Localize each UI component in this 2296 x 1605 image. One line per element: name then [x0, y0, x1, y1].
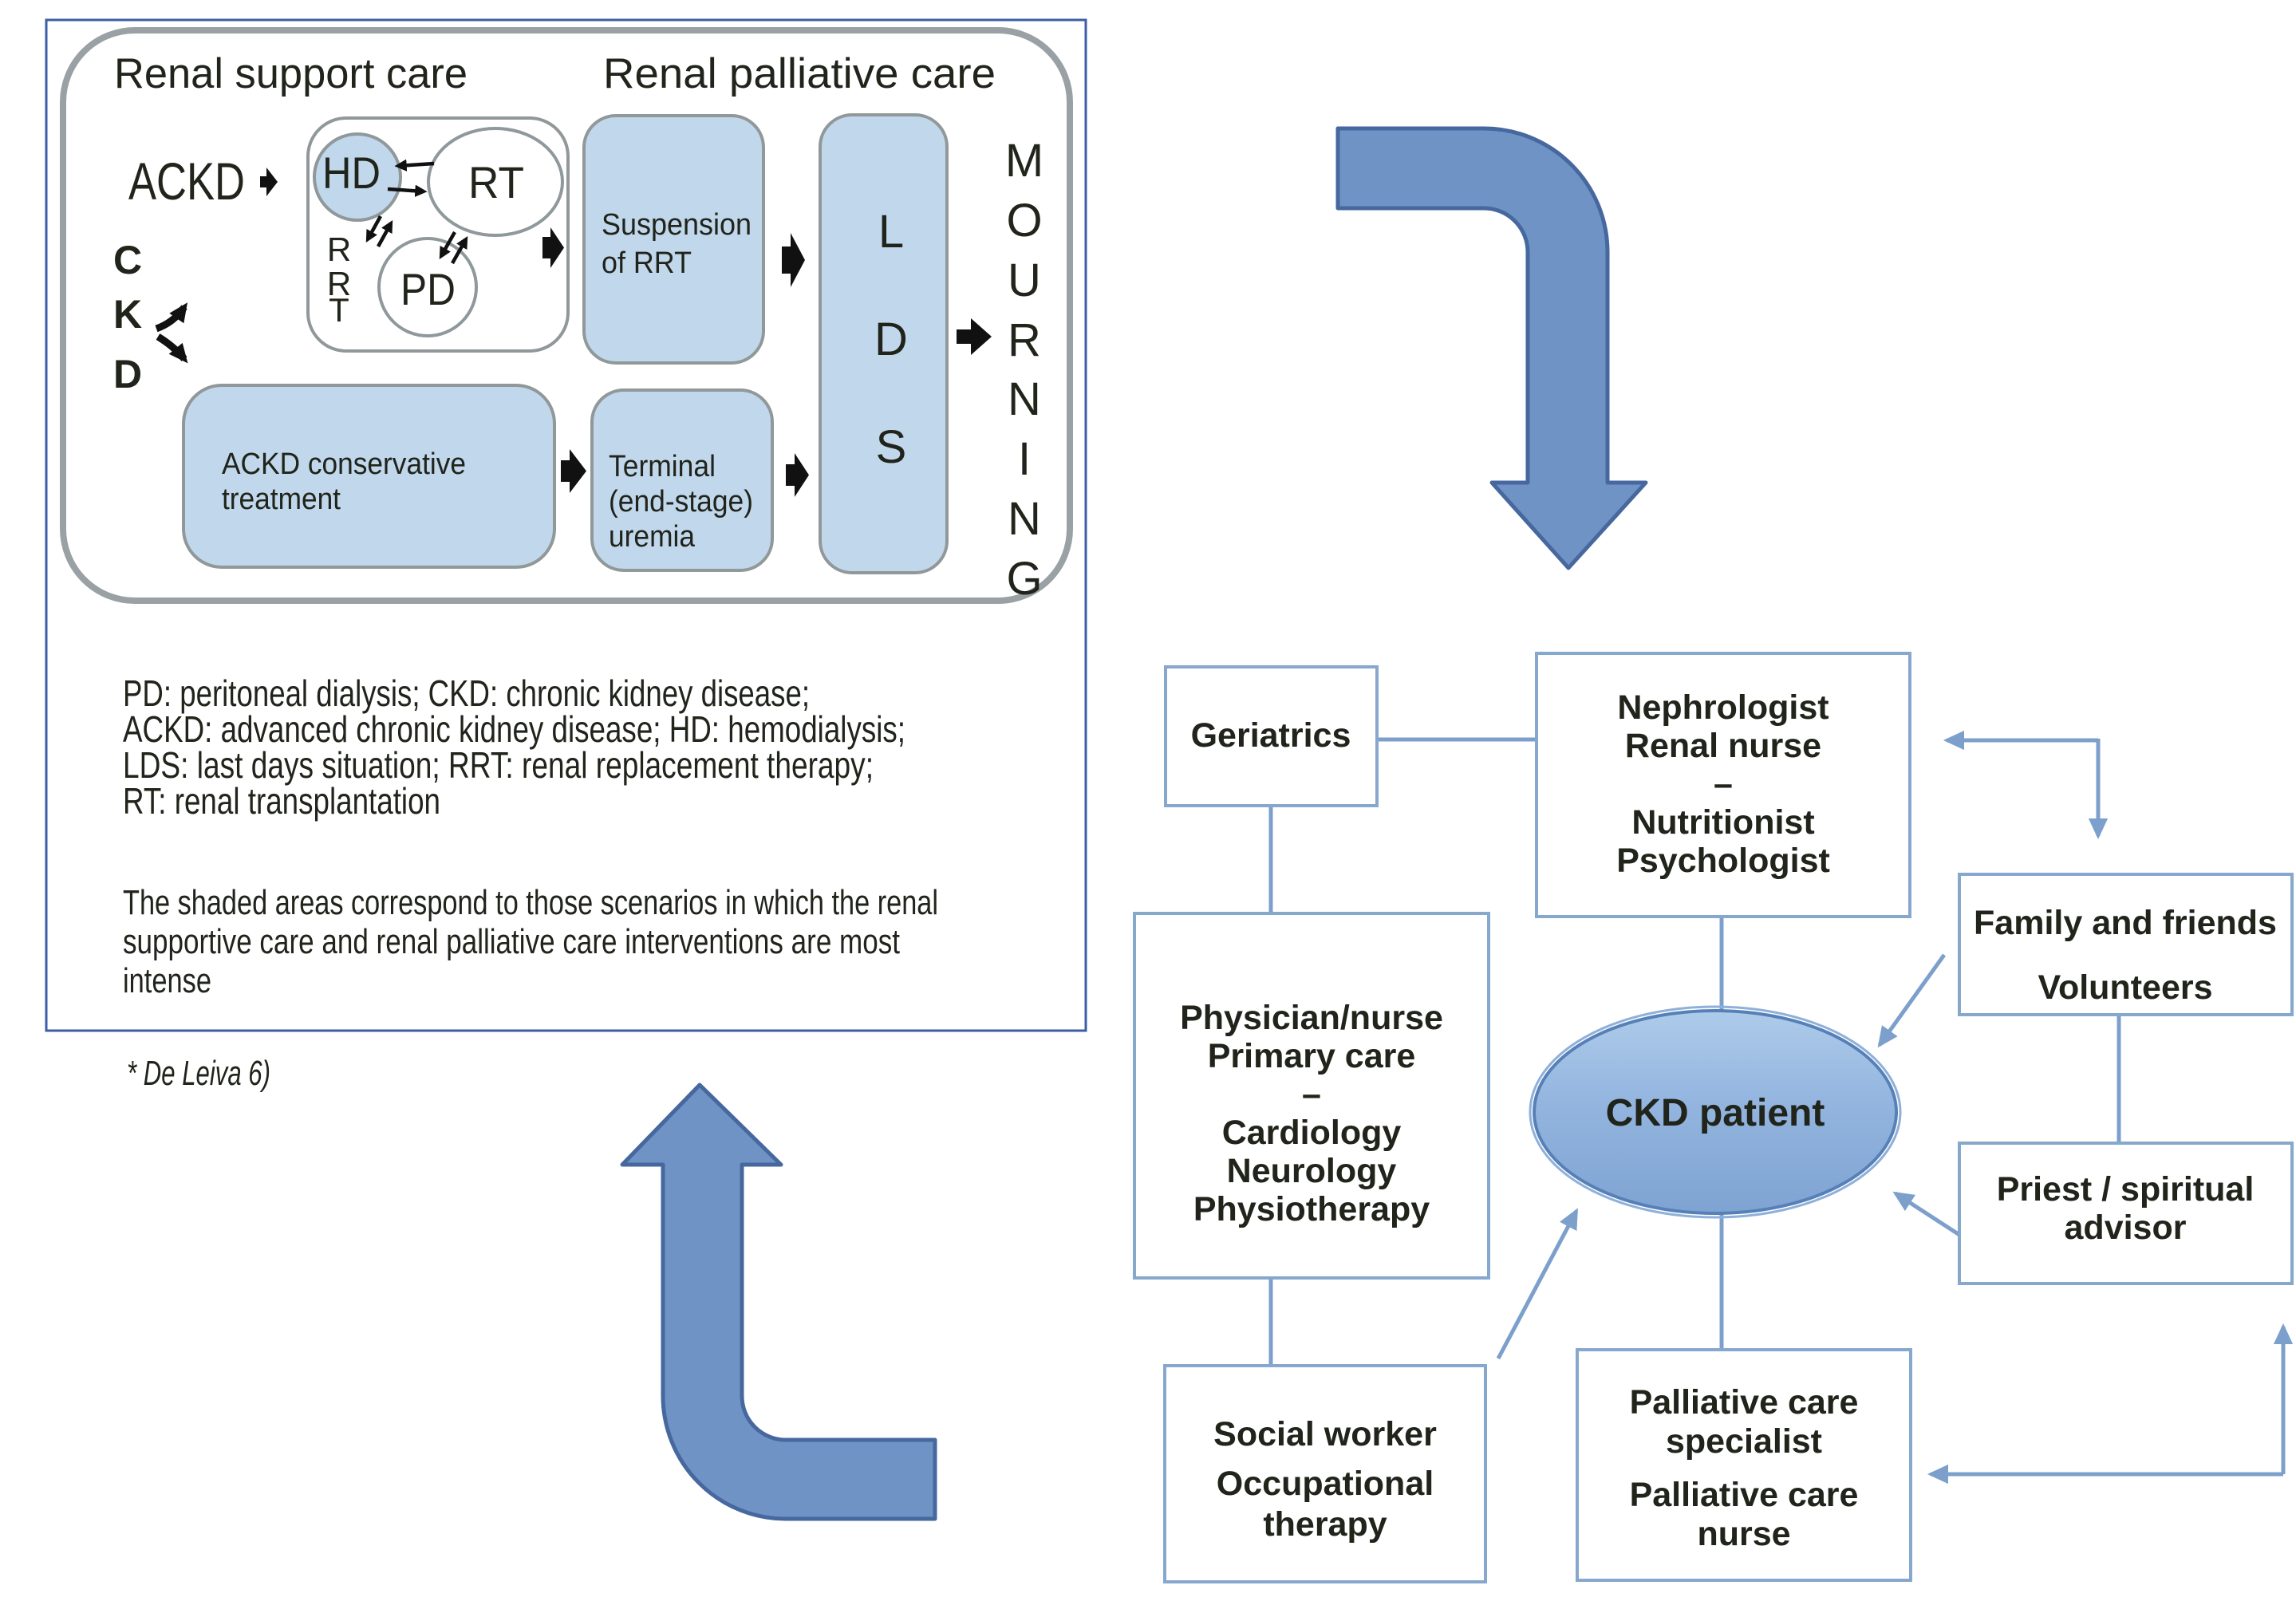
svg-text:Terminal: Terminal [609, 450, 716, 483]
svg-text:N: N [1008, 373, 1041, 425]
svg-text:Suspension: Suspension [602, 208, 752, 242]
svg-text:–: – [1714, 765, 1733, 803]
svg-text:of RRT: of RRT [602, 246, 692, 280]
svg-text:Nephrologist: Nephrologist [1617, 688, 1829, 727]
svg-text:Neurology: Neurology [1227, 1152, 1397, 1190]
svg-text:supportive care and renal pall: supportive care and renal palliative car… [123, 922, 900, 961]
svg-text:D: D [874, 314, 908, 365]
svg-text:N: N [1008, 493, 1041, 545]
svg-text:Renal palliative care: Renal palliative care [603, 50, 996, 97]
svg-text:D: D [113, 352, 142, 396]
svg-text:advisor: advisor [2065, 1209, 2187, 1247]
svg-text:ACKD conservative: ACKD conservative [222, 448, 466, 481]
svg-text:T: T [329, 291, 349, 329]
svg-text:treatment: treatment [222, 483, 341, 516]
svg-text:ACKD: advanced chronic kidney: ACKD: advanced chronic kidney disease; H… [123, 708, 905, 750]
svg-text:U: U [1008, 254, 1041, 306]
svg-text:LDS: last days situation; RRT:: LDS: last days situation; RRT: renal rep… [123, 744, 874, 786]
svg-text:Volunteers: Volunteers [2038, 968, 2212, 1007]
svg-text:O: O [1006, 195, 1042, 246]
svg-text:I: I [1018, 433, 1031, 485]
svg-text:Renal support care: Renal support care [114, 50, 467, 97]
svg-text:Social worker: Social worker [1213, 1415, 1437, 1453]
svg-text:–: – [1302, 1075, 1321, 1114]
svg-text:RT: renal transplantation: RT: renal transplantation [123, 780, 440, 822]
svg-text:therapy: therapy [1263, 1505, 1387, 1544]
svg-text:ACKD: ACKD [128, 152, 245, 211]
svg-text:PD: PD [400, 264, 456, 314]
svg-text:RT: RT [468, 157, 524, 207]
svg-text:CKD patient: CKD patient [1606, 1092, 1825, 1134]
svg-text:specialist: specialist [1666, 1422, 1822, 1461]
svg-text:L: L [878, 206, 904, 258]
svg-text:Priest / spiritual: Priest / spiritual [1997, 1170, 2255, 1209]
svg-text:Psychologist: Psychologist [1616, 842, 1830, 880]
svg-text:Family and friends: Family and friends [1974, 904, 2277, 942]
svg-text:Cardiology: Cardiology [1222, 1114, 1402, 1152]
svg-text:* De Leiva 6): * De Leiva 6) [127, 1054, 270, 1093]
svg-text:HD: HD [322, 148, 381, 198]
svg-text:Palliative care: Palliative care [1630, 1476, 1859, 1514]
svg-text:G: G [1006, 553, 1042, 605]
svg-text:Renal nurse: Renal nurse [1625, 727, 1821, 765]
svg-text:M: M [1005, 135, 1043, 187]
svg-text:Geriatrics: Geriatrics [1191, 716, 1351, 755]
svg-text:Physician/nurse: Physician/nurse [1180, 999, 1443, 1037]
svg-text:Palliative care: Palliative care [1630, 1383, 1859, 1422]
svg-text:intense: intense [123, 961, 211, 1000]
svg-text:Primary care: Primary care [1208, 1037, 1416, 1075]
svg-text:K: K [113, 292, 142, 337]
svg-text:R: R [327, 265, 351, 302]
svg-text:(end-stage): (end-stage) [609, 485, 753, 519]
svg-text:S: S [876, 421, 907, 473]
svg-text:uremia: uremia [609, 520, 696, 554]
svg-text:Nutritionist: Nutritionist [1631, 803, 1814, 842]
svg-text:Occupational: Occupational [1217, 1465, 1434, 1503]
svg-text:C: C [113, 238, 142, 282]
svg-text:nurse: nurse [1697, 1515, 1790, 1553]
svg-text:R: R [327, 231, 351, 268]
svg-text:Physiotherapy: Physiotherapy [1193, 1190, 1430, 1228]
svg-text:The shaded areas correspond to: The shaded areas correspond to those sce… [123, 883, 938, 922]
svg-text:PD: peritoneal dialysis; CKD:: PD: peritoneal dialysis; CKD: chronic ki… [123, 672, 810, 714]
svg-text:R: R [1008, 314, 1041, 366]
